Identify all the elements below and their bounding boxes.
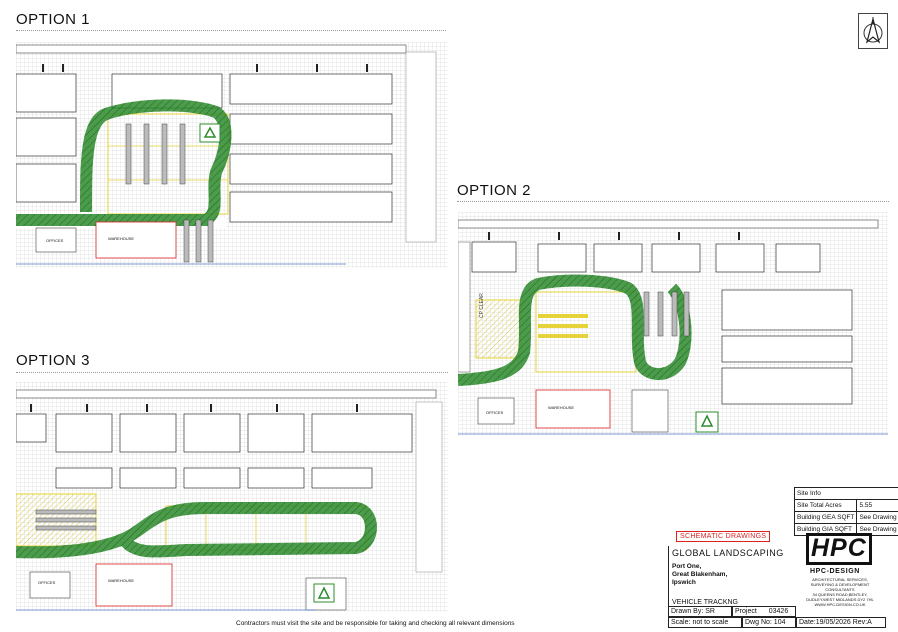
schematic-drawings-badge: SCHEMATIC DRAWINGS	[676, 531, 771, 542]
option-3-plan	[16, 382, 448, 612]
title-block: GLOBAL LANDSCAPING Port One, Great Blake…	[668, 546, 887, 628]
dwg-number-cell: Dwg No: 104	[742, 617, 796, 628]
option-2-warehouse-label: WAREHOUSE	[548, 405, 575, 410]
option-3-warehouse-label: WAREHOUSE	[108, 578, 135, 583]
site-info-row-value: 5.55	[856, 499, 898, 512]
scale-cell: Scale:not to scale	[668, 617, 742, 628]
practice-details: ARCHITECTURAL SERVICES, SURVEYING & DEVE…	[806, 577, 874, 607]
option-1-warehouse-label: WAREHOUSE	[108, 236, 135, 241]
project-number-value: 03426	[768, 608, 789, 615]
option-2-offices-label: OFFICES	[486, 410, 504, 415]
hpc-logo-subtitle: HPC-DESIGN	[810, 568, 860, 575]
project-name: GLOBAL LANDSCAPING	[672, 548, 784, 558]
contractors-note: Contractors must visit the site and be r…	[236, 620, 515, 627]
option-1-underline	[16, 30, 446, 31]
rev-value: A	[867, 619, 872, 626]
option-3-title: OPTION 3	[16, 352, 91, 369]
site-info-row-label: Building GEA SQFT	[793, 511, 858, 524]
option-3-offices-label: OFFICES	[38, 580, 56, 585]
north-arrow-icon	[858, 13, 888, 49]
site-info-heading: Site Info	[794, 487, 898, 500]
option-2-cp-clear-label: CP CLEAR	[479, 293, 485, 318]
address-line-1: Port One,	[672, 563, 702, 570]
site-info-row-value: See Drawing	[856, 523, 898, 536]
address-line-3: Ipswich	[672, 579, 696, 586]
scale-value: not to scale	[692, 619, 729, 626]
dwg-number-value: 104	[773, 619, 786, 626]
drawn-by-cell: Drawn By: SR	[668, 606, 732, 617]
drawn-by-value: SR	[705, 608, 715, 615]
date-value: 19/05/2026	[815, 619, 851, 626]
date-rev-cell: Date:19/05/2026 Rev:A	[796, 617, 886, 628]
site-info-row-label: Site Total Acres	[793, 499, 858, 512]
site-info-row-value: See Drawing	[856, 511, 898, 524]
option-1-title: OPTION 1	[16, 11, 91, 28]
option-2-plan	[458, 212, 888, 436]
option-2-title: OPTION 2	[457, 182, 532, 199]
option-2-underline	[457, 201, 889, 202]
option-3-underline	[16, 372, 448, 373]
hpc-logo: HPC HPC-DESIGN	[804, 531, 874, 591]
option-1-plan	[16, 42, 448, 268]
option-1-offices-label: OFFICES	[46, 238, 64, 243]
project-number-cell: Project 03426	[732, 606, 796, 617]
hpc-logo-text: HPC	[811, 534, 867, 562]
drawing-title: VEHICLE TRACKNG	[672, 599, 738, 606]
address-line-2: Great Blakenham,	[672, 571, 728, 578]
